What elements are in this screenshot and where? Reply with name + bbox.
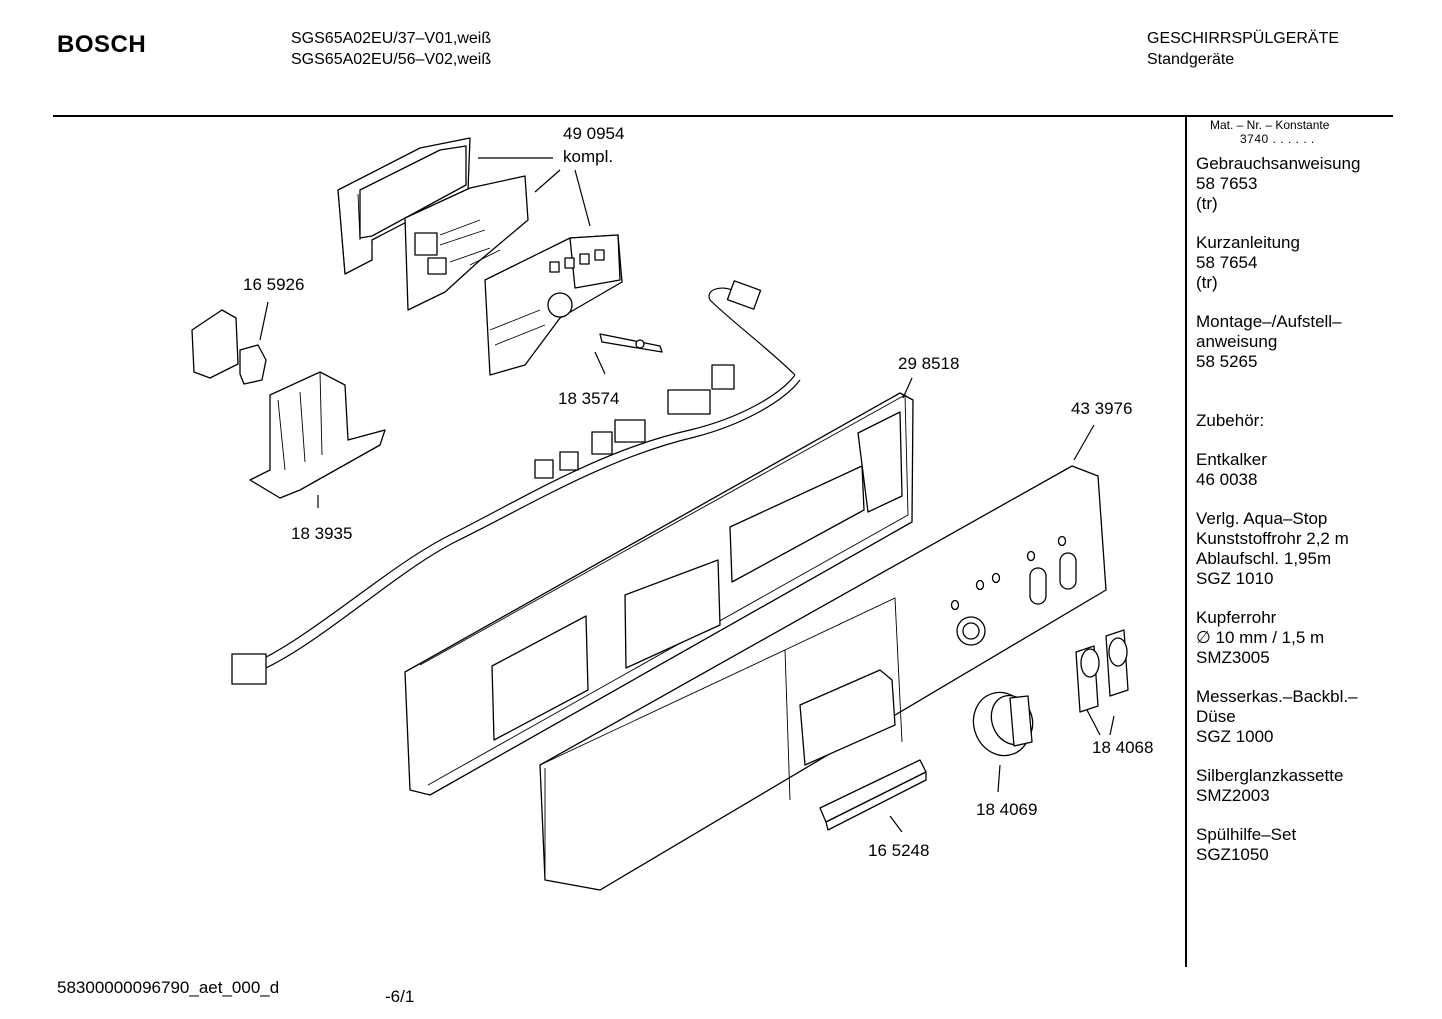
sidebar-block-copperpipe: Kupferrohr ∅ 10 mm / 1,5 m SMZ3005 — [1196, 608, 1386, 668]
sidebar-text: SMZ2003 — [1196, 786, 1270, 805]
part-label-490954: 49 0954 — [563, 124, 625, 143]
sidebar-text: 58 5265 — [1196, 352, 1258, 371]
part-298518-frame — [404, 392, 914, 796]
sidebar-header-code: 3740 . . . . . . — [1240, 132, 1315, 146]
part-label-184069: 18 4069 — [976, 800, 1038, 819]
sidebar-text: Messerkas.–Backbl.– — [1196, 687, 1358, 706]
sidebar-text: anweisung — [1196, 332, 1278, 351]
sidebar-text: ∅ 10 mm / 1,5 m — [1196, 628, 1325, 647]
module-control-unit — [484, 234, 623, 376]
sidebar-text: Entkalker — [1196, 450, 1267, 469]
part-165248-strip — [819, 759, 927, 831]
sidebar-text: 46 0038 — [1196, 470, 1258, 489]
sidebar-text: SMZ3005 — [1196, 648, 1270, 667]
category-title: GESCHIRRSPÜLGERÄTE — [1147, 30, 1340, 47]
sidebar-text: Kupferrohr — [1196, 608, 1277, 627]
part-183935-bracket — [249, 371, 386, 499]
part-label-490954-note: kompl. — [563, 147, 614, 166]
part-184069-knob — [972, 691, 1034, 757]
sidebar-block-rinseaid: Spülhilfe–Set SGZ1050 — [1196, 825, 1386, 865]
sidebar-text: SGZ1050 — [1196, 845, 1269, 864]
sidebar-block-accessories: Zubehör: — [1196, 411, 1386, 431]
leader-lines — [259, 157, 1115, 833]
sidebar-block-descaler: Entkalker 46 0038 — [1196, 450, 1386, 490]
subcategory-title: Standgeräte — [1147, 51, 1235, 68]
part-label-298518: 29 8518 — [898, 354, 960, 373]
sidebar-text: SGZ 1010 — [1196, 569, 1274, 588]
sidebar-text: Verlg. Aqua–Stop — [1196, 509, 1328, 528]
sidebar-text: (tr) — [1196, 273, 1218, 292]
sidebar-text: Gebrauchsanweisung — [1196, 154, 1361, 173]
part-label-433976: 43 3976 — [1071, 399, 1133, 418]
part-183574-pin — [599, 333, 663, 353]
sidebar-text: Silberglanzkassette — [1196, 766, 1344, 785]
part-label-183935: 18 3935 — [291, 524, 353, 543]
wiring-harness — [231, 280, 801, 685]
part-165926-housing — [191, 309, 267, 385]
part-184068-buttons — [1075, 629, 1129, 713]
part-label-165248: 16 5248 — [868, 841, 930, 860]
page-number: -6/1 — [385, 987, 415, 1006]
part-label-165926: 16 5926 — [243, 275, 305, 294]
part-label-184068: 18 4068 — [1092, 738, 1154, 757]
model-line-1: SGS65A02EU/37–V01,weiß — [291, 30, 492, 47]
model-line-2: SGS65A02EU/56–V02,weiß — [291, 51, 492, 68]
sidebar-block-knifebox: Messerkas.–Backbl.– Düse SGZ 1000 — [1196, 687, 1386, 747]
header-divider — [53, 115, 1393, 117]
accessory-sidebar: Mat. – Nr. – Konstante 3740 . . . . . . … — [1196, 118, 1386, 865]
sidebar-block-installation: Montage–/Aufstell– anweisung 58 5265 — [1196, 312, 1386, 372]
sidebar-text: Kunststoffrohr 2,2 m — [1196, 529, 1349, 548]
sidebar-text: (tr) — [1196, 194, 1218, 213]
sidebar-divider — [1185, 115, 1187, 967]
module-cover — [337, 137, 471, 275]
harness-plug — [231, 653, 267, 685]
sidebar-block-silver: Silberglanzkassette SMZ2003 — [1196, 766, 1386, 806]
sidebar-block-quickguide: Kurzanleitung 58 7654 (tr) — [1196, 233, 1386, 293]
sidebar-block-manual: Gebrauchsanweisung 58 7653 (tr) — [1196, 154, 1386, 214]
sidebar-text: Spülhilfe–Set — [1196, 825, 1297, 844]
sidebar-text: Ablaufschl. 1,95m — [1196, 549, 1332, 568]
sidebar-text: Zubehör: — [1196, 411, 1265, 430]
document-id: 58300000096790_aet_000_d — [57, 978, 280, 997]
exploded-parts-diagram — [191, 137, 1129, 891]
brand-logo: BOSCH — [57, 31, 147, 58]
sidebar-text: 58 7654 — [1196, 253, 1258, 272]
sidebar-text: Montage–/Aufstell– — [1196, 312, 1342, 331]
sidebar-header: Mat. – Nr. – Konstante — [1210, 118, 1330, 132]
sidebar-block-aquastop: Verlg. Aqua–Stop Kunststoffrohr 2,2 m Ab… — [1196, 509, 1386, 589]
module-circuit-board — [404, 175, 529, 311]
part-label-183574: 18 3574 — [558, 389, 620, 408]
sidebar-text: Düse — [1196, 707, 1236, 726]
part-433976-front-panel — [539, 465, 1107, 891]
sidebar-text: Kurzanleitung — [1196, 233, 1300, 252]
sidebar-text: 58 7653 — [1196, 174, 1258, 193]
sidebar-text: SGZ 1000 — [1196, 727, 1274, 746]
